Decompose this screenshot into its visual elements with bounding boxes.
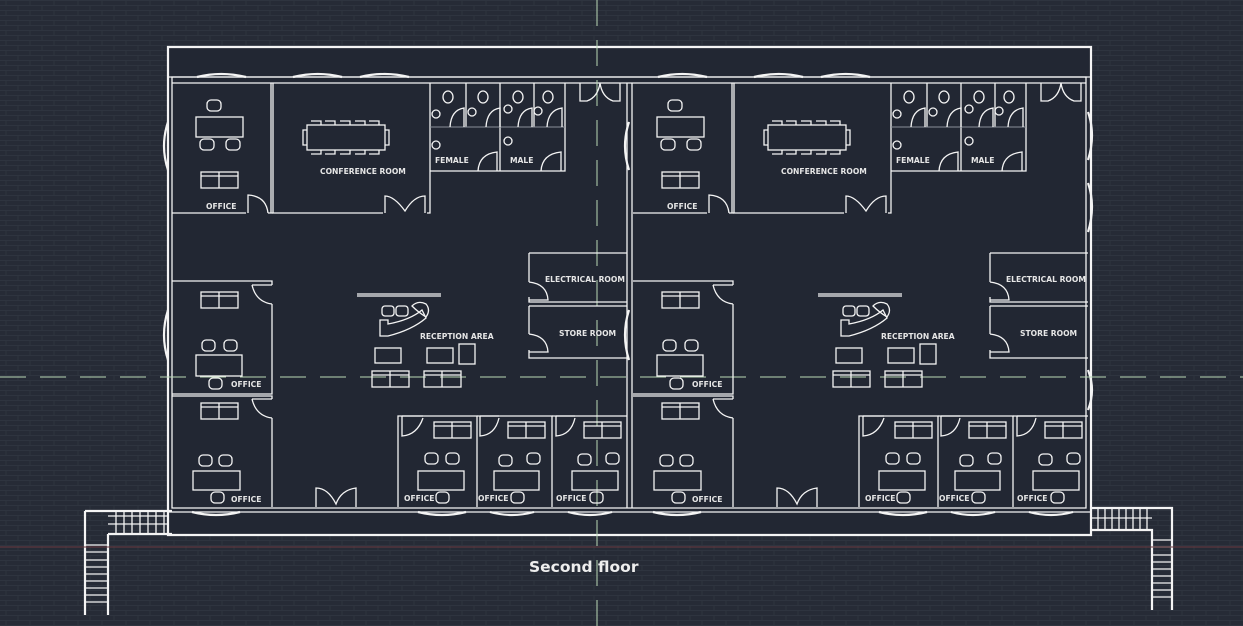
room-label: MALE — [971, 156, 994, 165]
room-label: RECEPTION AREA — [420, 332, 494, 341]
room-label: STORE ROOM — [559, 329, 616, 338]
store-room[interactable]: STORE ROOM — [989, 305, 1088, 359]
room-label: CONFERENCE ROOM — [781, 167, 867, 176]
double-door[interactable] — [1040, 82, 1082, 102]
room-label: ELECTRICAL ROOM — [1006, 275, 1086, 284]
office-top-left[interactable]: OFFICE — [633, 83, 734, 214]
office-unit-left: OFFICE CONFERENCE ROOM FEMALE MALE — [162, 72, 627, 517]
electrical-room[interactable]: ELECTRICAL ROOM — [989, 252, 1088, 303]
double-door[interactable] — [315, 487, 357, 507]
electrical-room[interactable]: ELECTRICAL ROOM — [528, 252, 627, 303]
room-label: OFFICE — [478, 494, 508, 503]
drawing-title: Second floor — [529, 558, 639, 576]
window — [652, 510, 1074, 517]
double-door[interactable] — [579, 82, 621, 102]
window — [191, 510, 613, 517]
office-top-left[interactable]: OFFICE — [172, 83, 273, 214]
room-label: OFFICE — [692, 495, 722, 504]
reception-area[interactable]: RECEPTION AREA — [357, 293, 494, 388]
room-label: OFFICE — [939, 494, 969, 503]
window — [196, 72, 410, 79]
office-bottom-1[interactable]: OFFICE — [858, 415, 939, 507]
office-mid-left[interactable]: OFFICE — [172, 280, 273, 395]
room-label: OFFICE — [667, 202, 697, 211]
conference-room[interactable]: CONFERENCE ROOM — [272, 83, 431, 214]
room-label: FEMALE — [896, 156, 930, 165]
window — [623, 121, 631, 361]
office-mid-left[interactable]: OFFICE — [633, 280, 734, 395]
store-room[interactable]: STORE ROOM — [528, 305, 627, 359]
room-label: FEMALE — [435, 156, 469, 165]
room-label: MALE — [510, 156, 533, 165]
room-label: OFFICE — [556, 494, 586, 503]
room-label: RECEPTION AREA — [881, 332, 955, 341]
office-bottom-1[interactable]: OFFICE — [397, 415, 478, 507]
window — [162, 121, 170, 361]
reception-area[interactable]: RECEPTION AREA — [818, 293, 955, 388]
restrooms[interactable]: FEMALE MALE — [430, 83, 566, 172]
office-low-left[interactable]: OFFICE — [172, 395, 273, 507]
room-label: STORE ROOM — [1020, 329, 1077, 338]
room-label: OFFICE — [865, 494, 895, 503]
room-label: OFFICE — [231, 380, 261, 389]
office-bottom-3[interactable]: OFFICE — [552, 415, 627, 504]
double-door[interactable] — [776, 487, 818, 507]
room-label: OFFICE — [206, 202, 236, 211]
right-staircase — [1091, 506, 1174, 610]
room-label: CONFERENCE ROOM — [320, 167, 406, 176]
left-staircase — [83, 509, 172, 615]
conference-room[interactable]: CONFERENCE ROOM — [733, 83, 892, 214]
room-label: OFFICE — [404, 494, 434, 503]
office-bottom-3[interactable]: OFFICE — [1013, 415, 1088, 504]
office-low-left[interactable]: OFFICE — [633, 395, 734, 507]
room-label: OFFICE — [231, 495, 261, 504]
room-label: ELECTRICAL ROOM — [545, 275, 625, 284]
room-label: OFFICE — [692, 380, 722, 389]
office-unit-right: OFFICE CONFERENCE ROOM FEMALE MALE — [623, 72, 1088, 517]
building-shell — [166, 45, 1094, 537]
window — [657, 72, 871, 79]
office-bottom-2[interactable]: OFFICE — [938, 415, 1014, 507]
room-label: OFFICE — [1017, 494, 1047, 503]
restrooms[interactable]: FEMALE MALE — [891, 83, 1027, 172]
